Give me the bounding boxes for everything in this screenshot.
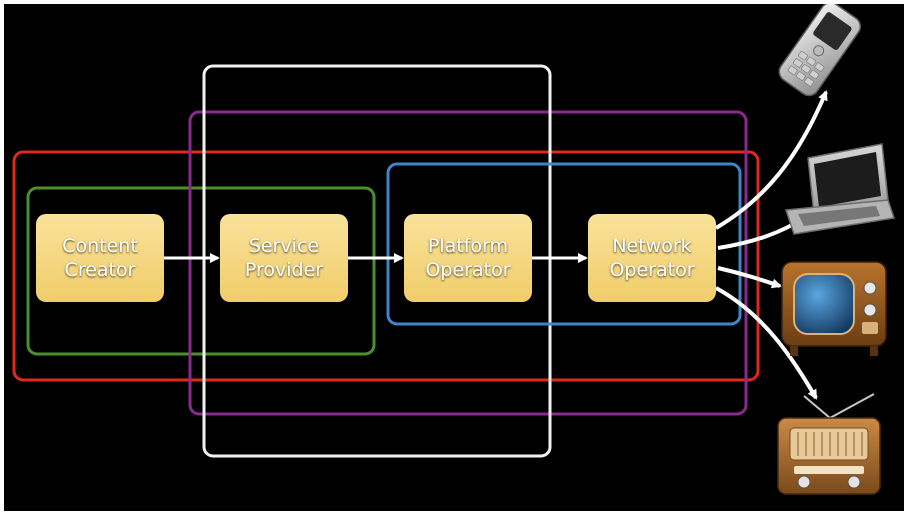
arrow-network-to-television (717, 266, 782, 289)
diagram-canvas: Content Creator Service Provider Platfor… (4, 4, 904, 511)
group-outline-purple (188, 110, 748, 416)
radio-icon (777, 393, 881, 495)
platform-operator-label-line2: Operator (425, 259, 511, 281)
mobile-phone-icon (778, 4, 861, 97)
arrow-network-to-radio (715, 286, 818, 400)
diagram-svg (12, 4, 895, 495)
platform-operator-node: Platform Operator (404, 214, 532, 302)
service-provider-label-line2: Provider (244, 259, 324, 281)
content-creator-node: Content Creator (36, 214, 164, 302)
content-creator-label-line2: Creator (64, 259, 136, 281)
service-provider-node: Service Provider (220, 214, 348, 302)
television-icon (781, 261, 887, 356)
group-outline-green (26, 186, 376, 356)
network-operator-label-line2: Operator (609, 259, 695, 281)
group-outline-white (202, 64, 552, 458)
arrow-network-to-phone (714, 90, 828, 230)
network-operator-node: Network Operator (588, 214, 716, 302)
platform-operator-label-line1: Platform (427, 235, 509, 257)
group-outline-red (12, 150, 760, 382)
service-provider-label-line1: Service (248, 235, 320, 257)
laptop-icon (784, 143, 895, 235)
network-operator-label-line1: Network (612, 235, 692, 257)
content-creator-label-line1: Content (62, 235, 138, 257)
